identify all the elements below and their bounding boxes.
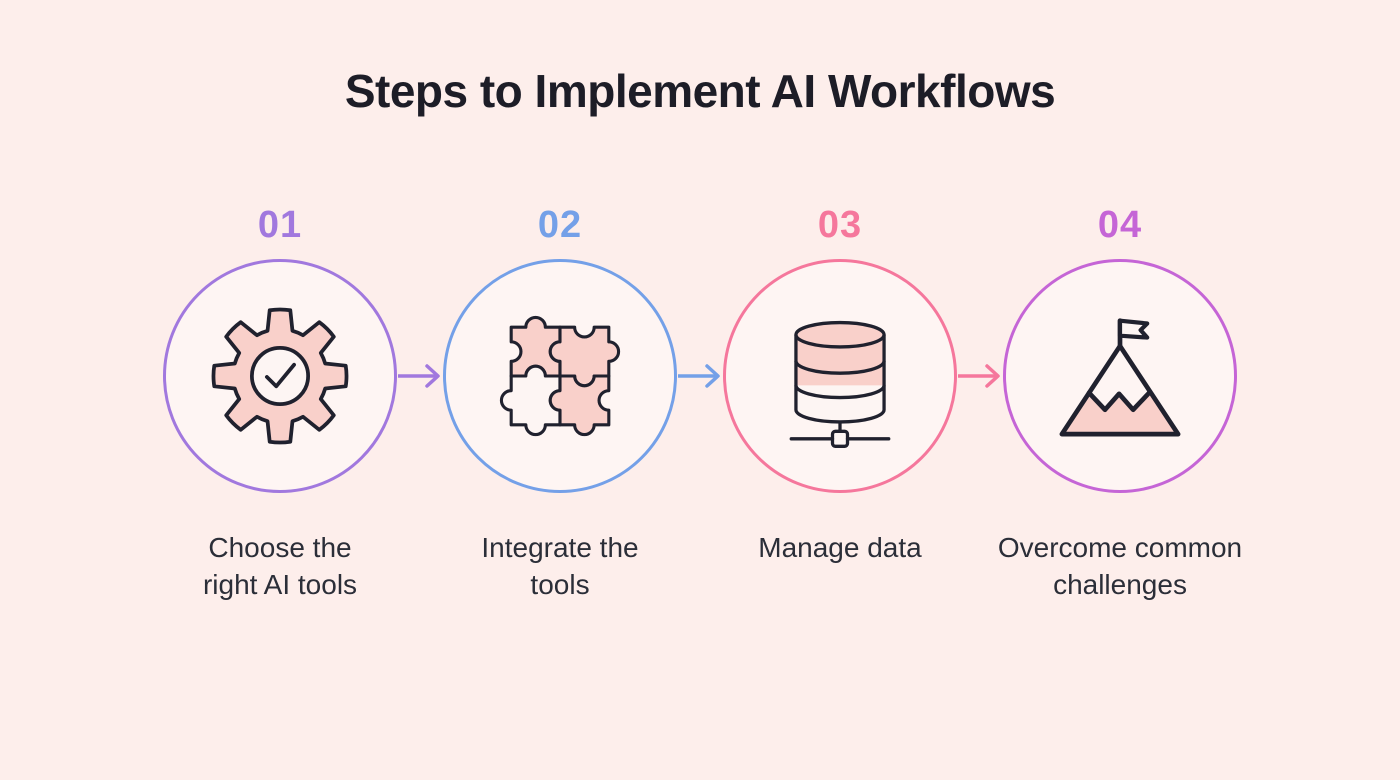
step-number: 04	[1097, 204, 1143, 246]
caption-line: Choose the	[208, 532, 352, 563]
step-circle	[163, 259, 397, 493]
step-circle	[723, 259, 957, 493]
step-caption: Choose the right AI tools	[140, 529, 420, 603]
step-3: 03	[722, 203, 958, 566]
caption-line: challenges	[1053, 569, 1187, 600]
step-number: 02	[537, 204, 583, 246]
database-icon	[765, 301, 915, 451]
step-caption: Manage data	[700, 529, 980, 566]
arrow-right-icon	[678, 361, 722, 391]
step-1: 01 Choose the right AI tools	[162, 203, 398, 603]
caption-line: Integrate the	[481, 532, 639, 563]
puzzle-icon	[489, 305, 631, 447]
gear-check-icon	[205, 301, 355, 451]
caption-line: Manage data	[758, 532, 922, 563]
step-circle	[443, 259, 677, 493]
arrow-right-icon	[958, 361, 1002, 391]
step-number: 03	[817, 204, 863, 246]
arrow-right-icon	[398, 361, 442, 391]
step-caption: Integrate the tools	[420, 529, 700, 603]
page-title: Steps to Implement AI Workflows	[344, 65, 1056, 117]
steps-row: 01 Choose the right AI tools	[0, 203, 1400, 603]
step-4: 04 Overcome co	[998, 203, 1242, 603]
step-circle	[1003, 259, 1237, 493]
caption-line: Overcome common	[997, 532, 1243, 563]
step-2: 02 Integrate the to	[442, 203, 678, 603]
caption-line: right AI tools	[202, 569, 358, 600]
step-number: 01	[257, 204, 303, 246]
step-caption: Overcome common challenges	[980, 529, 1260, 603]
caption-line: tools	[530, 569, 590, 600]
mountain-flag-icon	[1045, 301, 1195, 451]
